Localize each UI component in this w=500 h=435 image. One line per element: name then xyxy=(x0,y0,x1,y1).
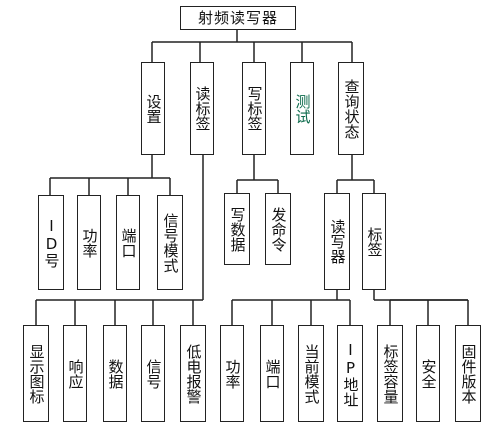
query-status-label: 查询状态 xyxy=(342,78,361,139)
write-data-label: 写数据 xyxy=(228,206,247,252)
node-reader-power: 功率 xyxy=(220,325,244,422)
node-signal: 信号 xyxy=(141,325,165,422)
node-test: 测试 xyxy=(290,62,314,155)
test-label: 测试 xyxy=(293,93,312,124)
node-security: 安全 xyxy=(416,325,440,422)
settings-label: 设置 xyxy=(144,93,163,124)
node-settings-power: 功率 xyxy=(77,195,101,290)
node-firmware-version: 固件版本 xyxy=(455,325,481,422)
read-tag-label: 读标签 xyxy=(193,86,212,131)
node-query-status: 查询状态 xyxy=(338,62,364,155)
root-node: 射频读写器 xyxy=(180,6,296,30)
node-reader-port: 端口 xyxy=(260,325,284,422)
response-label: 响应 xyxy=(66,358,85,389)
settings-power-label: 功率 xyxy=(80,227,99,258)
node-response: 响应 xyxy=(63,325,87,422)
signal-mode-label: 信号模式 xyxy=(161,212,180,273)
send-command-label: 发命令 xyxy=(269,206,288,252)
low-battery-alarm-label: 低电报警 xyxy=(184,343,203,404)
reader-power-label: 功率 xyxy=(223,358,242,389)
node-ip-address: IP地址 xyxy=(337,325,363,422)
security-label: 安全 xyxy=(419,358,438,389)
reader-label: 读写器 xyxy=(328,219,347,264)
node-send-command: 发命令 xyxy=(265,193,291,265)
node-signal-mode: 信号模式 xyxy=(157,195,183,290)
node-reader: 读写器 xyxy=(324,193,350,290)
id-label: ID号 xyxy=(42,217,61,268)
current-mode-label: 当前模式 xyxy=(302,343,321,404)
node-low-battery-alarm: 低电报警 xyxy=(180,325,206,422)
firmware-version-label: 固件版本 xyxy=(459,343,478,404)
node-read-tag: 读标签 xyxy=(190,62,214,155)
node-current-mode: 当前模式 xyxy=(298,325,324,422)
display-icon-label: 显示图标 xyxy=(27,343,46,404)
node-data: 数据 xyxy=(103,325,127,422)
settings-port-label: 端口 xyxy=(119,227,138,258)
reader-port-label: 端口 xyxy=(263,358,282,389)
node-tag: 标签 xyxy=(362,193,386,290)
ip-address-label: IP地址 xyxy=(341,340,360,407)
tag-capacity-label: 标签容量 xyxy=(381,343,400,404)
signal-label: 信号 xyxy=(144,358,163,389)
write-tag-label: 写标签 xyxy=(245,86,264,131)
node-id: ID号 xyxy=(38,195,64,290)
node-settings: 设置 xyxy=(141,62,165,155)
node-write-data: 写数据 xyxy=(224,193,250,265)
tag-label: 标签 xyxy=(365,226,384,257)
root-label: 射频读写器 xyxy=(197,8,278,27)
node-write-tag: 写标签 xyxy=(242,62,266,155)
node-settings-port: 端口 xyxy=(116,195,140,290)
data-label: 数据 xyxy=(106,358,125,389)
node-display-icon: 显示图标 xyxy=(23,325,49,422)
node-tag-capacity: 标签容量 xyxy=(377,325,403,422)
